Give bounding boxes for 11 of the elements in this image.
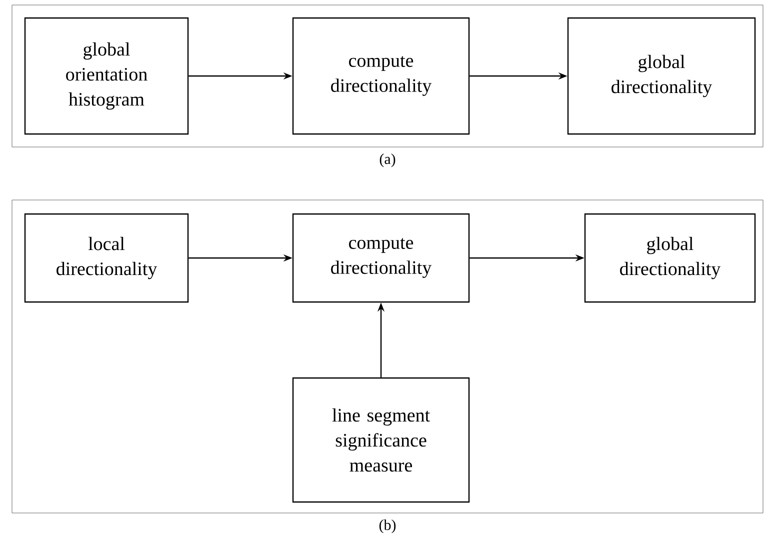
process-box: local directionality <box>24 213 189 303</box>
caption-label: (b) <box>379 520 396 534</box>
panel-frame <box>12 4 764 148</box>
process-box: global orientation histogram <box>24 17 189 135</box>
caption-label: (a) <box>380 154 396 168</box>
process-box: global directionality <box>567 17 756 135</box>
panel-frame <box>12 200 764 514</box>
process-box: compute directionality <box>292 213 470 303</box>
process-box: global directionality <box>584 213 756 303</box>
process-box: line segment significance measure <box>292 377 470 503</box>
process-box: compute directionality <box>292 17 470 135</box>
